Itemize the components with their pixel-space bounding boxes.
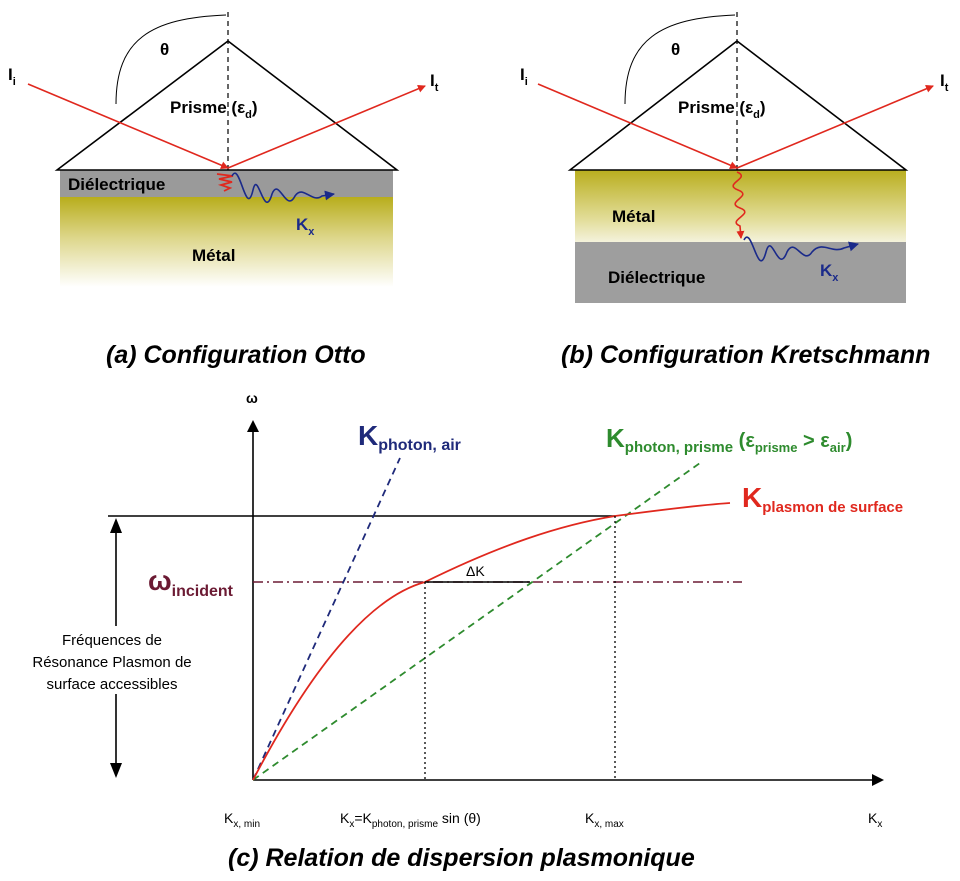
- kretschmann-dielectric-label: Diélectrique: [608, 268, 705, 287]
- kx-mid-label: Kx=Kphoton, prisme sin (θ): [340, 810, 481, 830]
- omega-incident-label: ωincident: [148, 565, 234, 600]
- otto-theta-arc: [115, 14, 227, 105]
- accessible-range-line1: Fréquences de: [62, 632, 162, 649]
- delta-k-label: ΔK: [466, 563, 485, 579]
- kx-max-label: Kx, max: [585, 810, 624, 830]
- photon-air-label: Kphoton, air: [358, 420, 461, 454]
- otto-wavevector-label: Kx: [296, 215, 315, 238]
- plasmon-dispersion-curve: [252, 502, 731, 781]
- otto-caption: (a) Configuration Otto: [106, 341, 366, 369]
- kx-axis-label: Kx: [868, 810, 882, 830]
- kretschmann-intensity-incident: Ii: [520, 65, 528, 88]
- accessible-range-line3: surface accessibles: [47, 676, 178, 693]
- photon-prism-line: [252, 462, 701, 781]
- kretschmann-dielectric-layer: [575, 242, 906, 303]
- kretschmann-incident-beam: [537, 83, 738, 169]
- photon-prism-label: Kphoton, prisme (εprisme > εair): [606, 423, 852, 456]
- kretschmann-panel: θ Ii It Prisme (εd) Métal Diélectrique K…: [520, 12, 949, 369]
- otto-reflected-beam: [227, 84, 426, 169]
- kretschmann-theta: θ: [671, 40, 680, 59]
- otto-intensity-incident: Ii: [8, 65, 16, 88]
- accessible-range-label-bg: [14, 626, 220, 694]
- otto-evanescent-wave: [216, 173, 234, 192]
- kretschmann-plasmon-wave: [743, 236, 859, 262]
- kretschmann-evanescent-wave: [732, 171, 746, 239]
- otto-prism-label: Prisme (εd): [170, 98, 258, 121]
- kretschmann-theta-arc: [624, 14, 736, 105]
- accessible-range-arrowhead-bottom: [110, 763, 122, 778]
- kretschmann-intensity-transmitted: It: [940, 71, 949, 94]
- otto-incident-beam: [27, 83, 229, 169]
- otto-plasmon-wave: [231, 172, 335, 203]
- accessible-range-line2: Résonance Plasmon de: [32, 654, 191, 671]
- accessible-range-arrowhead-top: [110, 518, 122, 533]
- kretschmann-prism-label: Prisme (εd): [678, 98, 766, 121]
- plasmon-label: Kplasmon de surface: [742, 482, 903, 516]
- kretschmann-metal-label: Métal: [612, 207, 655, 226]
- otto-intensity-transmitted: It: [430, 71, 439, 94]
- photon-air-line: [252, 457, 401, 781]
- dispersion-panel: ω ΔK Fréquences de Résonance Plasmon de …: [14, 390, 903, 872]
- otto-panel: θ Ii It Prisme (εd) Diélectrique Kx Méta…: [8, 12, 439, 369]
- otto-metal-label: Métal: [192, 246, 235, 265]
- otto-theta: θ: [160, 40, 169, 59]
- otto-metal-layer: [60, 197, 393, 287]
- dispersion-caption: (c) Relation de dispersion plasmonique: [228, 844, 695, 872]
- omega-axis-label: ω: [246, 390, 258, 406]
- kretschmann-prism: [567, 39, 909, 171]
- kretschmann-wavevector-label: Kx: [820, 261, 839, 284]
- kx-min-label: Kx, min: [224, 810, 260, 830]
- kretschmann-caption: (b) Configuration Kretschmann: [561, 341, 930, 369]
- otto-prism: [54, 39, 400, 171]
- kretschmann-reflected-beam: [736, 85, 934, 169]
- otto-dielectric-label: Diélectrique: [68, 175, 165, 194]
